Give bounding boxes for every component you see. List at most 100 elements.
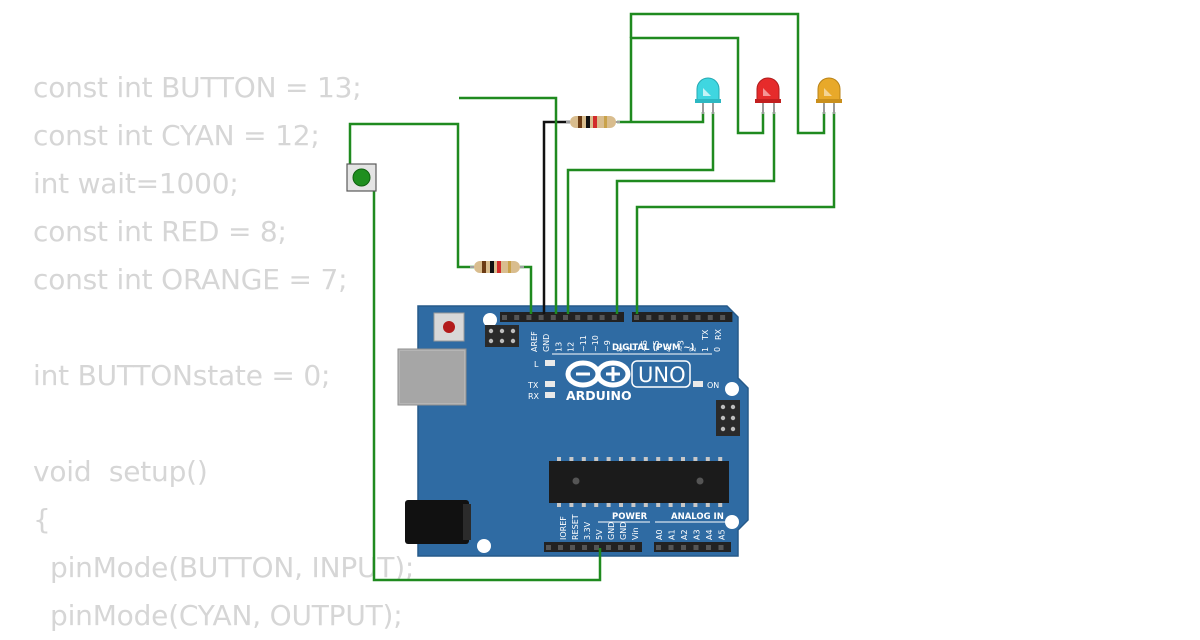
- digital-pin-socket[interactable]: [526, 315, 532, 320]
- analog-pin-socket[interactable]: [656, 545, 661, 550]
- pin-label: Vin: [631, 527, 640, 540]
- power-pin-socket[interactable]: [606, 545, 611, 550]
- digital-pin-socket[interactable]: [611, 315, 617, 320]
- pin-label: 1: [701, 347, 710, 352]
- resistor-led[interactable]: [566, 116, 620, 128]
- arduino-brand: ARDUINO: [566, 388, 632, 403]
- code-line: int wait=1000;: [33, 167, 239, 200]
- power-pin-socket[interactable]: [546, 545, 551, 550]
- power-pin-socket[interactable]: [558, 545, 563, 550]
- pin-label: A4: [705, 529, 714, 540]
- power-header-label: POWER: [612, 512, 648, 522]
- digital-pin-socket[interactable]: [575, 315, 581, 320]
- mounting-hole: [477, 539, 491, 553]
- wire-cyan-to-pin12: [566, 112, 715, 314]
- svg-text:L: L: [534, 360, 539, 369]
- code-line: int BUTTONstate = 0;: [33, 359, 331, 392]
- power-header: [544, 542, 642, 552]
- pin-label: 5V: [595, 529, 604, 540]
- code-line: const int ORANGE = 7;: [33, 263, 348, 296]
- led-cyan[interactable]: [695, 77, 721, 114]
- rx-pin-label: RX: [714, 328, 723, 340]
- digital-pin-socket[interactable]: [538, 315, 544, 320]
- pin-label: 7: [628, 347, 637, 352]
- pin-label: A1: [668, 529, 677, 540]
- wires: [348, 12, 836, 582]
- code-line: const int CYAN = 12;: [33, 119, 320, 152]
- digital-pin-socket[interactable]: [683, 315, 689, 320]
- wire-cathode-orange: [629, 12, 826, 135]
- digital-pin-socket[interactable]: [502, 315, 507, 320]
- code-listing: const int BUTTON = 13; const int CYAN = 1…: [33, 64, 414, 640]
- pin-label: GND: [607, 522, 616, 540]
- wire-red-to-pin8: [615, 112, 776, 314]
- power-pin-socket[interactable]: [582, 545, 587, 550]
- digital-pin-socket[interactable]: [634, 315, 639, 320]
- digital-pin-socket[interactable]: [707, 315, 713, 320]
- digital-pin-socket[interactable]: [720, 315, 726, 320]
- power-pin-socket[interactable]: [594, 545, 599, 550]
- analog-pin-socket[interactable]: [706, 545, 711, 550]
- digital-pin-socket[interactable]: [646, 315, 652, 320]
- pin-label: ~3: [676, 340, 685, 352]
- digital-pin-socket[interactable]: [695, 315, 701, 320]
- analog-header-label: ANALOG IN: [671, 512, 724, 522]
- pin-label: 0: [713, 347, 722, 352]
- digital-pin-socket[interactable]: [550, 315, 556, 320]
- power-pin-socket[interactable]: [630, 545, 635, 550]
- analog-header: [654, 542, 731, 552]
- led-orange[interactable]: [816, 77, 842, 114]
- wire-orange-to-pin7: [635, 112, 836, 314]
- tx-pin-label: TX: [701, 329, 710, 341]
- code-line: const int RED = 8;: [33, 215, 287, 248]
- pin-label: ~10: [591, 335, 600, 352]
- wire-button-to-5v: [372, 189, 602, 582]
- arduino-logo: [565, 360, 631, 388]
- digital-pin-socket[interactable]: [563, 315, 568, 320]
- pin-label: GND: [619, 522, 628, 540]
- push-button[interactable]: [346, 163, 377, 192]
- pin-label: AREF: [530, 331, 539, 352]
- wire-gnd-black: [542, 120, 570, 314]
- pin-label: ~5: [652, 340, 661, 352]
- uno-label: UNO: [638, 363, 686, 387]
- digital-pin-socket[interactable]: [670, 315, 676, 320]
- digital-pin-socket[interactable]: [658, 315, 664, 320]
- analog-pin-socket[interactable]: [693, 545, 699, 550]
- pin-label: RESET: [571, 514, 580, 540]
- pin-label: ~9: [603, 340, 612, 352]
- digital-pin-socket[interactable]: [587, 315, 593, 320]
- digital-header-left: [500, 312, 624, 322]
- pin-label: 2: [689, 347, 698, 352]
- digital-pin-socket[interactable]: [599, 315, 605, 320]
- analog-pin-socket[interactable]: [718, 545, 724, 550]
- code-line: const int BUTTON = 13;: [33, 71, 362, 104]
- analog-pin-socket[interactable]: [681, 545, 686, 550]
- pin-label: A2: [680, 529, 689, 540]
- led-tx: TX: [527, 381, 555, 390]
- mounting-hole: [725, 382, 739, 396]
- power-pin-socket[interactable]: [618, 545, 623, 550]
- code-line: void setup(): [33, 455, 208, 488]
- resistor-button[interactable]: [470, 261, 524, 273]
- power-jack: [405, 500, 469, 544]
- pin-label: GND: [542, 334, 551, 352]
- pin-label: 12: [567, 342, 576, 352]
- code-line: pinMode(BUTTON, INPUT);: [50, 551, 415, 584]
- pin-label: 8: [615, 347, 624, 352]
- digital-pin-socket[interactable]: [514, 315, 520, 320]
- wire-led-cathodes: [617, 112, 705, 124]
- pin-label: IOREF: [559, 516, 568, 540]
- pin-label: A5: [718, 529, 727, 540]
- analog-pin-socket[interactable]: [668, 545, 674, 550]
- wire-cathode-red: [629, 36, 765, 135]
- mounting-hole: [483, 313, 497, 327]
- power-pin-socket[interactable]: [570, 545, 575, 550]
- svg-text:ON: ON: [707, 381, 719, 390]
- pin-label: A0: [655, 529, 664, 540]
- pin-label: ~11: [579, 335, 588, 352]
- led-red[interactable]: [755, 77, 781, 114]
- icsp-header-right: [716, 400, 740, 436]
